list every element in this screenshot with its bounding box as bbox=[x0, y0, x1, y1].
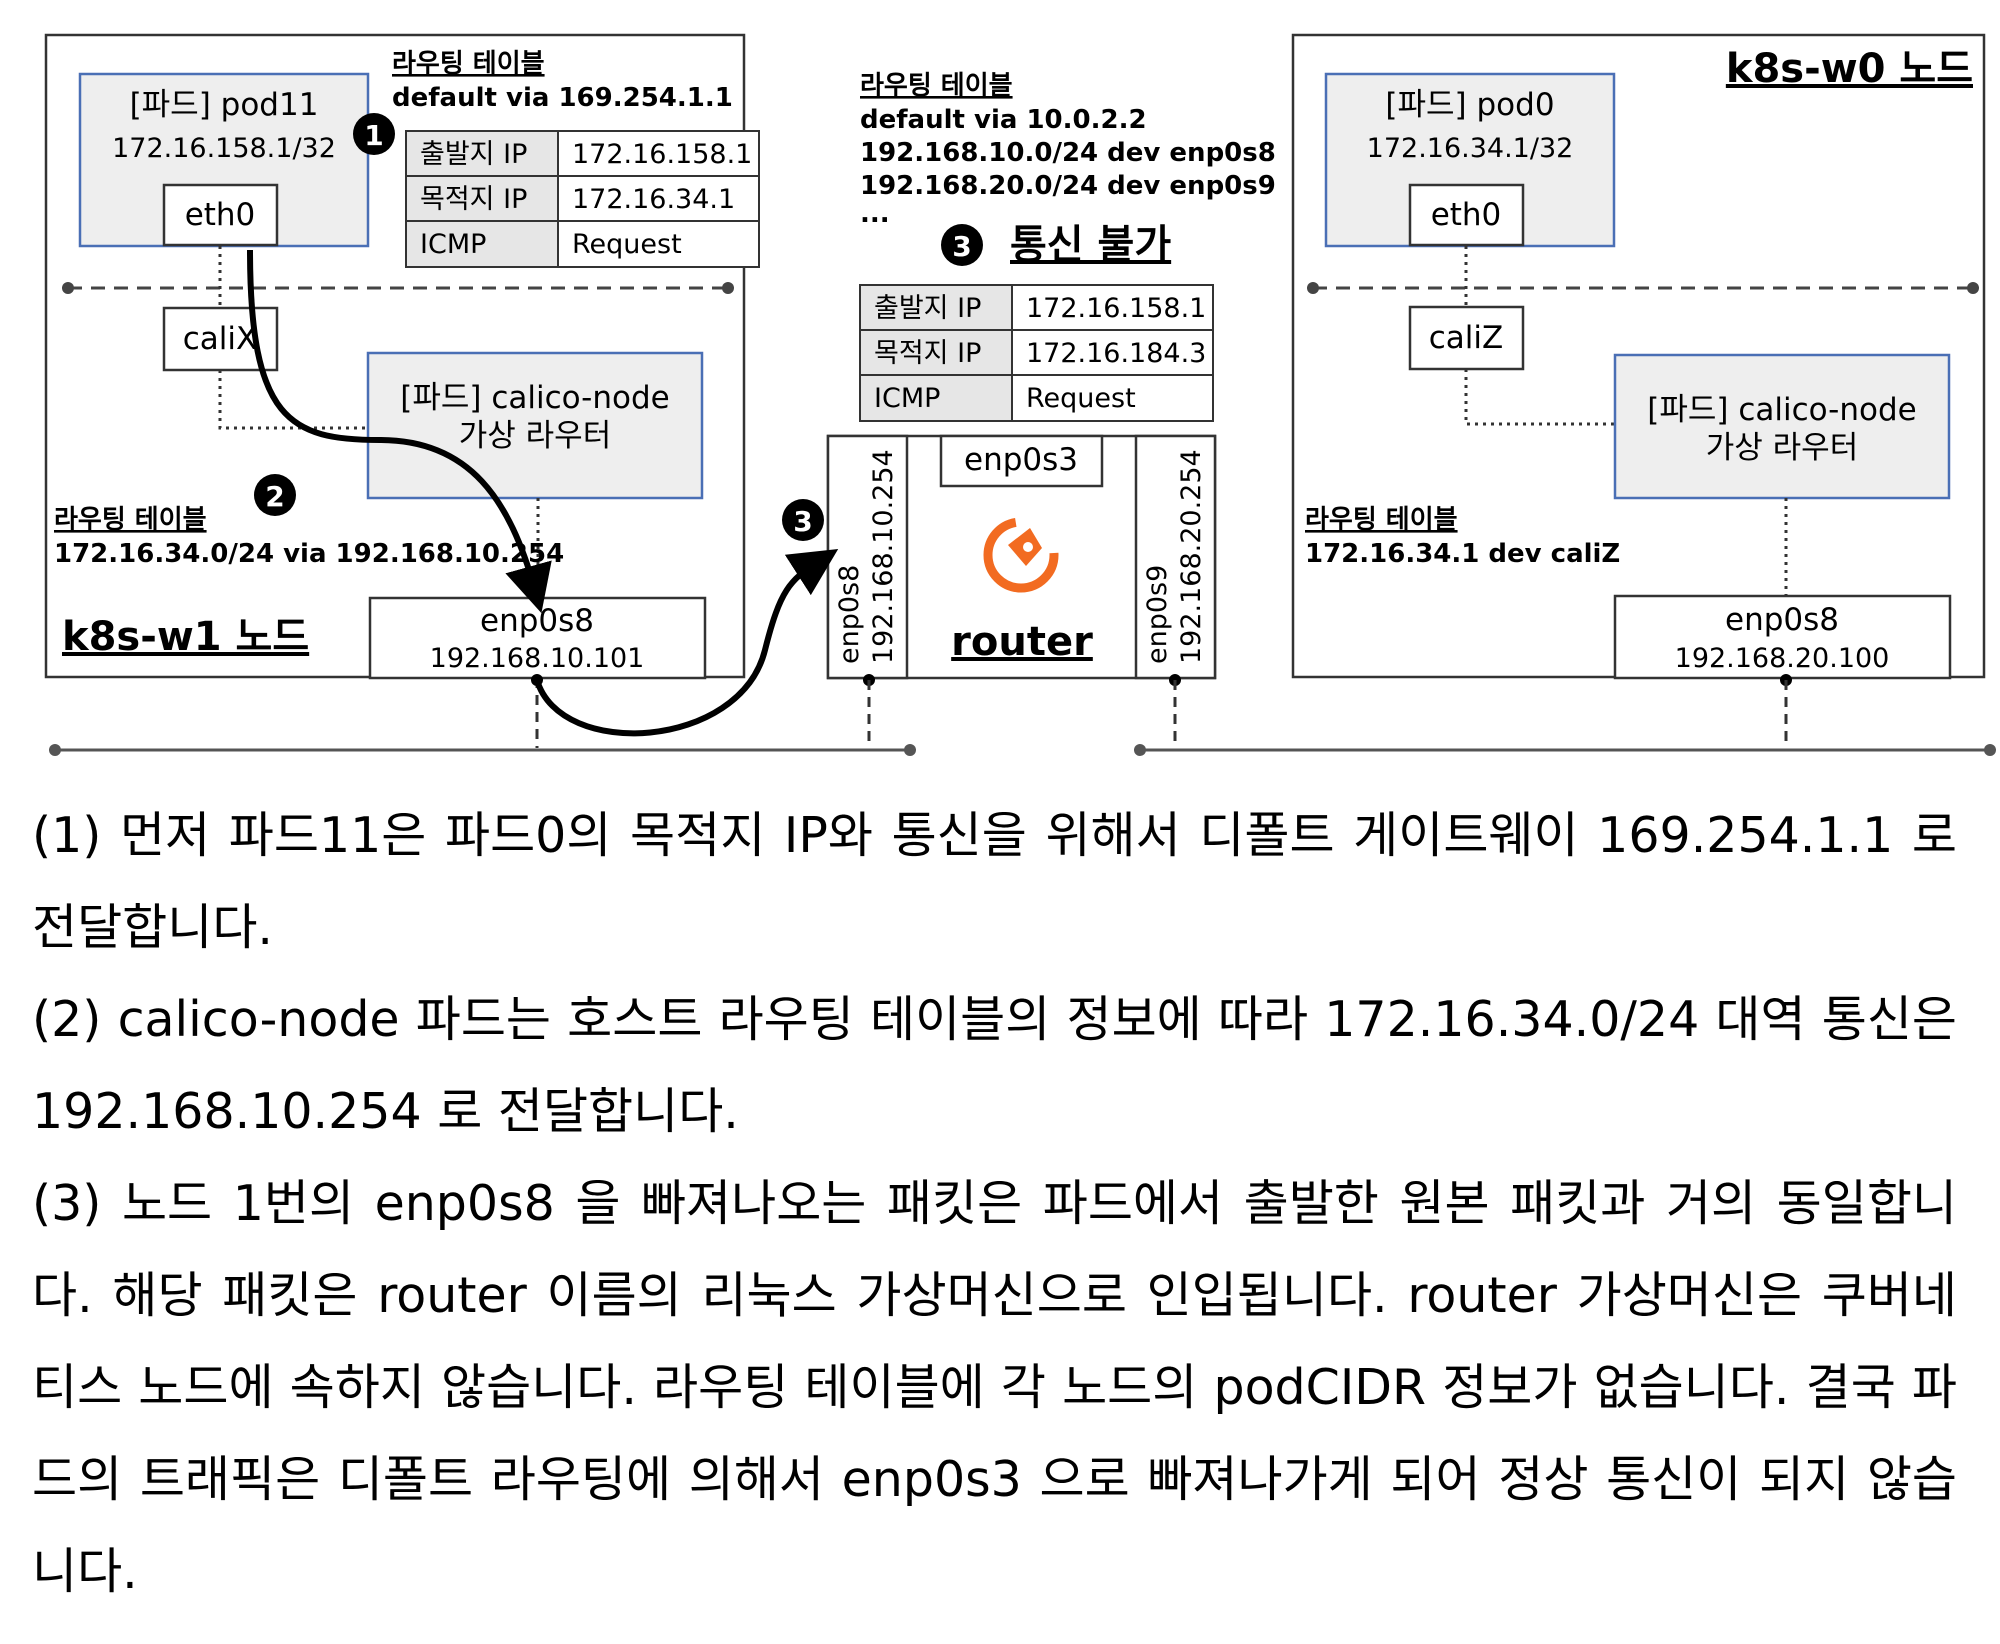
w1-packet-src-value: 172.16.158.1 bbox=[572, 139, 752, 170]
pod11-rt-route: default via 169.254.1.1 bbox=[392, 83, 733, 113]
router-enp0s9-port bbox=[1134, 434, 1217, 680]
router-packet-src-label: 출발지 IP bbox=[874, 293, 981, 324]
w0-enp0s8-name: enp0s8 bbox=[1725, 602, 1839, 638]
router-box: enp0s3 enp0s8 192.168.10.254 enp0s9 192.… bbox=[826, 434, 1217, 748]
explanation-text: (1) 먼저 파드11은 파드0의 목적지 IP와 통신을 위해서 디폴트 게이… bbox=[32, 790, 1957, 1618]
node-w0: k8s-w0 노드 [파드] pod0 172.16.34.1/32 eth0 … bbox=[1291, 33, 1986, 748]
node-w1-label: k8s-w1 노드 bbox=[62, 614, 309, 660]
router-logo-icon bbox=[983, 517, 1059, 593]
caliz-label: caliZ bbox=[1429, 320, 1504, 356]
router-rt-route-4: ... bbox=[860, 199, 890, 229]
explanation-step2: (2) calico-node 파드는 호스트 라우팅 테이블의 정보에 따라 … bbox=[32, 991, 1957, 1140]
step1-marker: 1 bbox=[353, 113, 395, 155]
pod0-eth0-label: eth0 bbox=[1431, 197, 1502, 233]
router-status: 통신 불가 bbox=[1010, 222, 1171, 268]
w1-calico-node-subtitle: 가상 라우터 bbox=[459, 418, 611, 454]
router-enp0s3-label: enp0s3 bbox=[964, 442, 1078, 478]
w0-host-rt-route: 172.16.34.1 dev caliZ bbox=[1305, 539, 1620, 569]
router-enp0s3-box bbox=[939, 434, 1104, 488]
svg-text:2: 2 bbox=[265, 480, 284, 513]
router-packet-dst-label: 목적지 IP bbox=[874, 338, 981, 369]
router-packet-proto-value: Request bbox=[1026, 383, 1136, 414]
router-enp0s8-port bbox=[826, 434, 909, 680]
pod11-eth0-box bbox=[162, 183, 279, 247]
w1-packet-proto-value: Request bbox=[572, 229, 682, 260]
pod0-title: [파드] pod0 bbox=[1385, 87, 1554, 123]
w0-host-rt-heading: 라우팅 테이블 bbox=[1305, 505, 1458, 535]
packet-path-arrow-2 bbox=[534, 549, 839, 737]
w1-packet-table: 출발지 IP 172.16.158.1 목적지 IP 172.16.34.1 I… bbox=[405, 130, 760, 268]
calix-label: caliX bbox=[183, 321, 258, 357]
pod11-rt-heading: 라우팅 테이블 bbox=[392, 49, 545, 79]
svg-text:3: 3 bbox=[793, 505, 812, 538]
router-rt-route-2: 192.168.10.0/24 dev enp0s8 bbox=[860, 138, 1276, 168]
w1-packet-dst-label: 목적지 IP bbox=[420, 184, 527, 215]
router-rt-heading: 라우팅 테이블 bbox=[860, 71, 1013, 101]
w1-packet-src-label: 출발지 IP bbox=[420, 139, 527, 170]
step2-marker: 2 bbox=[254, 474, 296, 516]
w0-calico-node-box bbox=[1613, 353, 1951, 500]
svg-text:1: 1 bbox=[364, 119, 383, 152]
pod11-title: [파드] pod11 bbox=[130, 87, 319, 123]
w1-enp0s8-ip: 192.168.10.101 bbox=[430, 643, 645, 674]
packet-path-arrow-1 bbox=[247, 249, 552, 614]
node-w0-label: k8s-w0 노드 bbox=[1726, 46, 1973, 92]
router-packet-table: 출발지 IP 172.16.158.1 목적지 IP 172.16.184.3 … bbox=[859, 284, 1214, 422]
w1-host-rt-heading: 라우팅 테이블 bbox=[54, 505, 207, 535]
pod0-eth0-box bbox=[1408, 183, 1525, 247]
router-enp0s9-name: enp0s9 bbox=[1142, 565, 1173, 664]
router-rt-route-1: default via 10.0.2.2 bbox=[860, 105, 1147, 135]
w1-host-rt-route: 172.16.34.0/24 via 192.168.10.254 bbox=[54, 539, 564, 569]
w1-calico-node-title: [파드] calico-node bbox=[400, 380, 669, 416]
w0-calico-node-title: [파드] calico-node bbox=[1647, 392, 1916, 428]
router-packet-src-value: 172.16.158.1 bbox=[1026, 293, 1206, 324]
explanation-step3: (3) 노드 1번의 enp0s8 을 빠져나오는 패킷은 파드에서 출발한 원… bbox=[32, 1175, 1957, 1600]
node-w1: k8s-w1 노드 [파드] pod11 172.16.158.1/32 eth… bbox=[44, 33, 746, 748]
w1-calico-node-box bbox=[366, 351, 704, 500]
w1-enp0s8-name: enp0s8 bbox=[480, 603, 594, 639]
router-packet-proto-label: ICMP bbox=[874, 383, 940, 414]
calico-routing-diagram: k8s-w1 노드 [파드] pod11 172.16.158.1/32 eth… bbox=[44, 33, 1996, 756]
w1-packet-proto-label: ICMP bbox=[420, 229, 486, 260]
router-label: router bbox=[951, 619, 1093, 665]
step3-marker-left: 3 bbox=[782, 499, 824, 541]
router-enp0s9-ip: 192.168.20.254 bbox=[1176, 449, 1207, 664]
w0-enp0s8-ip: 192.168.20.100 bbox=[1675, 643, 1890, 674]
pod11-eth0-label: eth0 bbox=[185, 197, 256, 233]
w1-packet-dst-value: 172.16.34.1 bbox=[572, 184, 735, 215]
pod0-ip: 172.16.34.1/32 bbox=[1367, 133, 1574, 164]
svg-text:3: 3 bbox=[952, 230, 971, 263]
router-packet-dst-value: 172.16.184.3 bbox=[1026, 338, 1206, 369]
router-rt-route-3: 192.168.20.0/24 dev enp0s9 bbox=[860, 171, 1276, 201]
router-enp0s8-name: enp0s8 bbox=[834, 565, 865, 664]
pod11-ip: 172.16.158.1/32 bbox=[112, 133, 336, 164]
explanation-step1: (1) 먼저 파드11은 파드0의 목적지 IP와 통신을 위해서 디폴트 게이… bbox=[32, 807, 1957, 956]
w0-calico-node-subtitle: 가상 라우터 bbox=[1706, 430, 1858, 466]
step3-marker-status: 3 bbox=[941, 224, 983, 266]
router-enp0s8-ip: 192.168.10.254 bbox=[868, 449, 899, 664]
